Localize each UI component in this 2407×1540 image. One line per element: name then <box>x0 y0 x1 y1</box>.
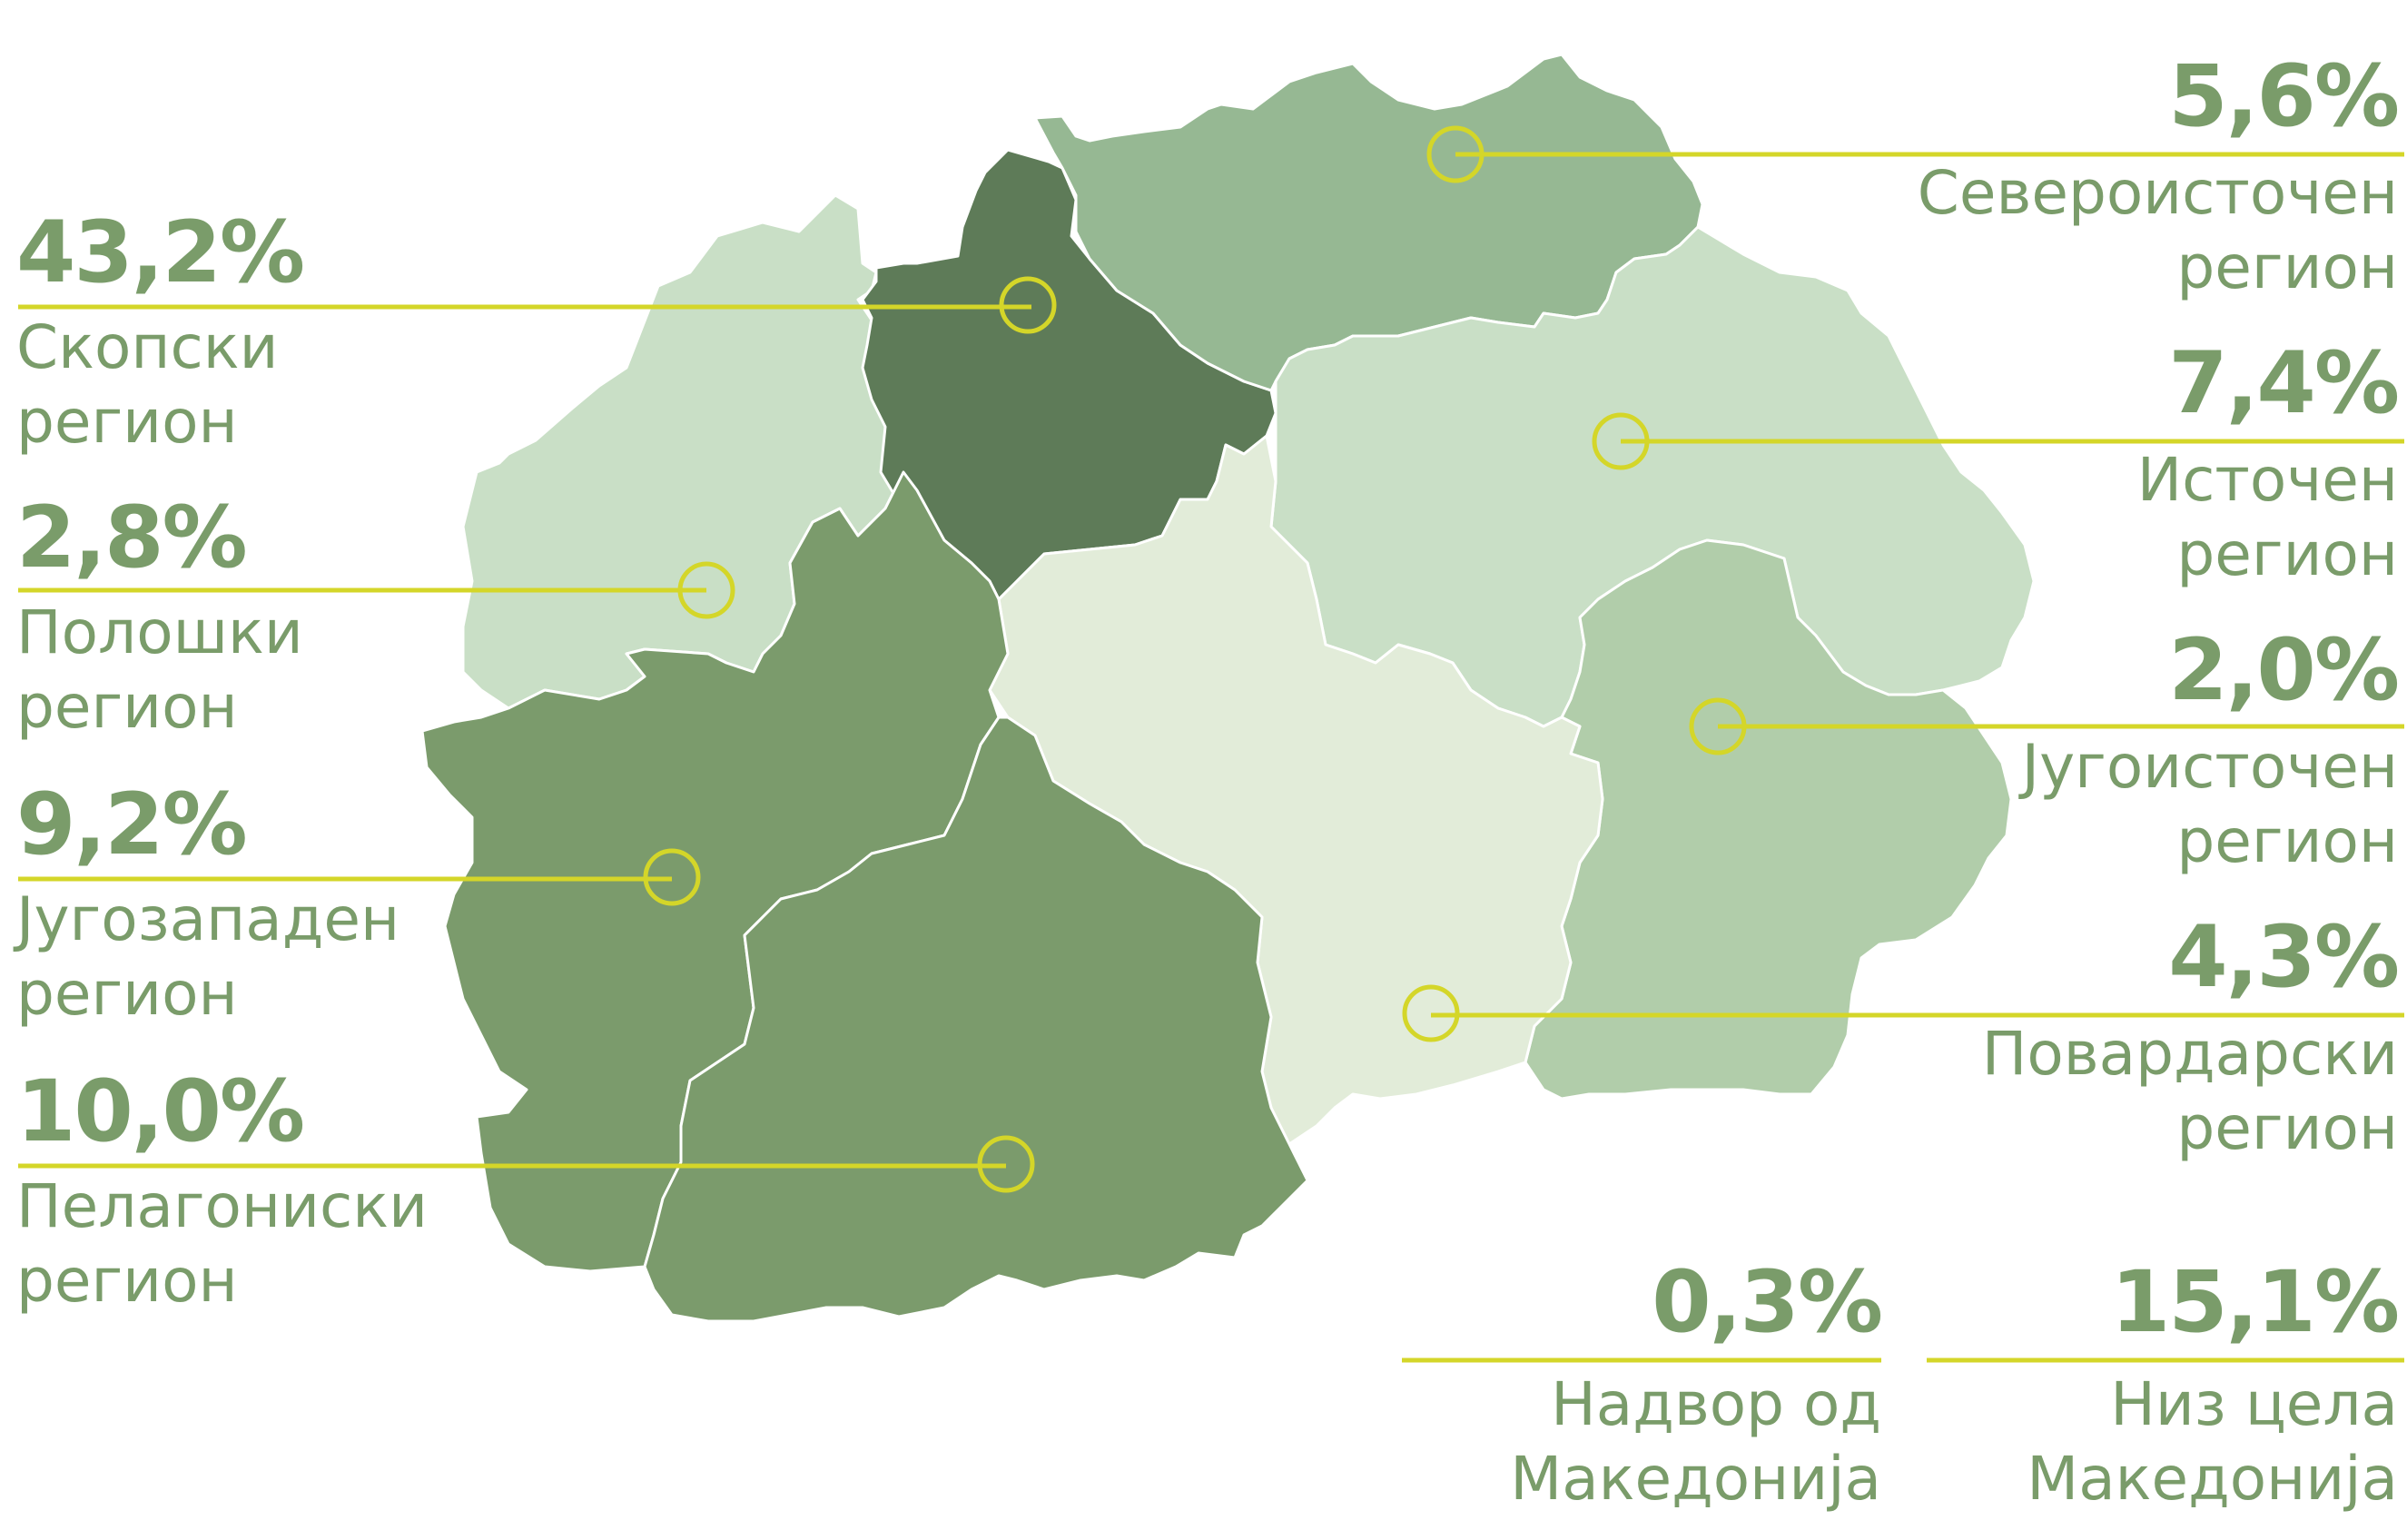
label-nationwide: 15,1% Низ цела Македонија <box>1927 1253 2400 1516</box>
name-pelagonia-line2: регион <box>16 1246 238 1316</box>
name-vardar-line2: регион <box>2176 1093 2398 1163</box>
value-vardar: 4,3% <box>2168 908 2400 1007</box>
value-northeast: 5,6% <box>2168 47 2400 146</box>
value-southwest: 9,2% <box>16 775 248 874</box>
label-polog: 2,8% Полошки регион <box>16 496 303 745</box>
map-region-pelagonia[interactable] <box>643 716 1309 1323</box>
value-east: 7,4% <box>2168 334 2400 433</box>
name-nationwide-line2: Македонија <box>2027 1444 2398 1514</box>
label-vardar: 4,3% Повардарски регион <box>1581 908 2400 1166</box>
label-southwest: 9,2% Југозападен регион <box>16 783 400 1032</box>
marker-pelagonia <box>977 1135 1035 1193</box>
name-southeast-line2: регион <box>2176 806 2398 876</box>
name-nationwide-line1: Низ цела <box>2110 1369 2398 1439</box>
marker-northeast <box>1426 125 1485 183</box>
label-skopski: 43,2% Скопски регион <box>16 203 305 459</box>
label-southeast: 2,0% Југоисточен регион <box>1581 621 2400 879</box>
value-nationwide: 15,1% <box>2110 1253 2400 1352</box>
name-vardar-line1: Повардарски <box>1981 1019 2398 1089</box>
name-southwest-line1: Југозападен <box>16 884 400 954</box>
marker-southwest <box>643 848 701 906</box>
marker-east <box>1592 412 1650 470</box>
marker-skopski <box>999 276 1057 334</box>
label-east: 7,4% Источен регион <box>1581 334 2400 592</box>
name-polog-line1: Полошки <box>16 597 303 667</box>
marker-vardar <box>1402 984 1460 1042</box>
value-pelagonia: 10,0% <box>16 1062 305 1161</box>
name-northeast-line1: Североисточен <box>1917 158 2398 228</box>
name-skopski-line2: регион <box>16 387 238 457</box>
name-southwest-line2: регион <box>16 959 238 1029</box>
marker-polog <box>677 561 735 619</box>
label-northeast: 5,6% Североисточен регион <box>1581 47 2400 305</box>
value-abroad: 0,3% <box>1652 1253 1883 1352</box>
marker-southeast <box>1689 697 1747 755</box>
label-pelagonia: 10,0% Пелагониски регион <box>16 1070 428 1318</box>
name-polog-line2: регион <box>16 672 238 742</box>
name-abroad-line1: Надвор од <box>1551 1369 1881 1439</box>
value-skopski: 43,2% <box>16 203 305 302</box>
value-southeast: 2,0% <box>2168 621 2400 720</box>
value-polog: 2,8% <box>16 489 248 587</box>
name-pelagonia-line1: Пелагониски <box>16 1171 429 1241</box>
name-east-line2: регион <box>2176 519 2398 589</box>
label-abroad: 0,3% Надвор од Македонија <box>1402 1253 1883 1516</box>
name-east-line1: Источен <box>2136 445 2398 515</box>
name-abroad-line2: Македонија <box>1510 1444 1881 1514</box>
name-skopski-line1: Скопски <box>16 312 279 382</box>
name-northeast-line2: регион <box>2176 232 2398 302</box>
name-southeast-line1: Југоисточен <box>2021 732 2398 802</box>
